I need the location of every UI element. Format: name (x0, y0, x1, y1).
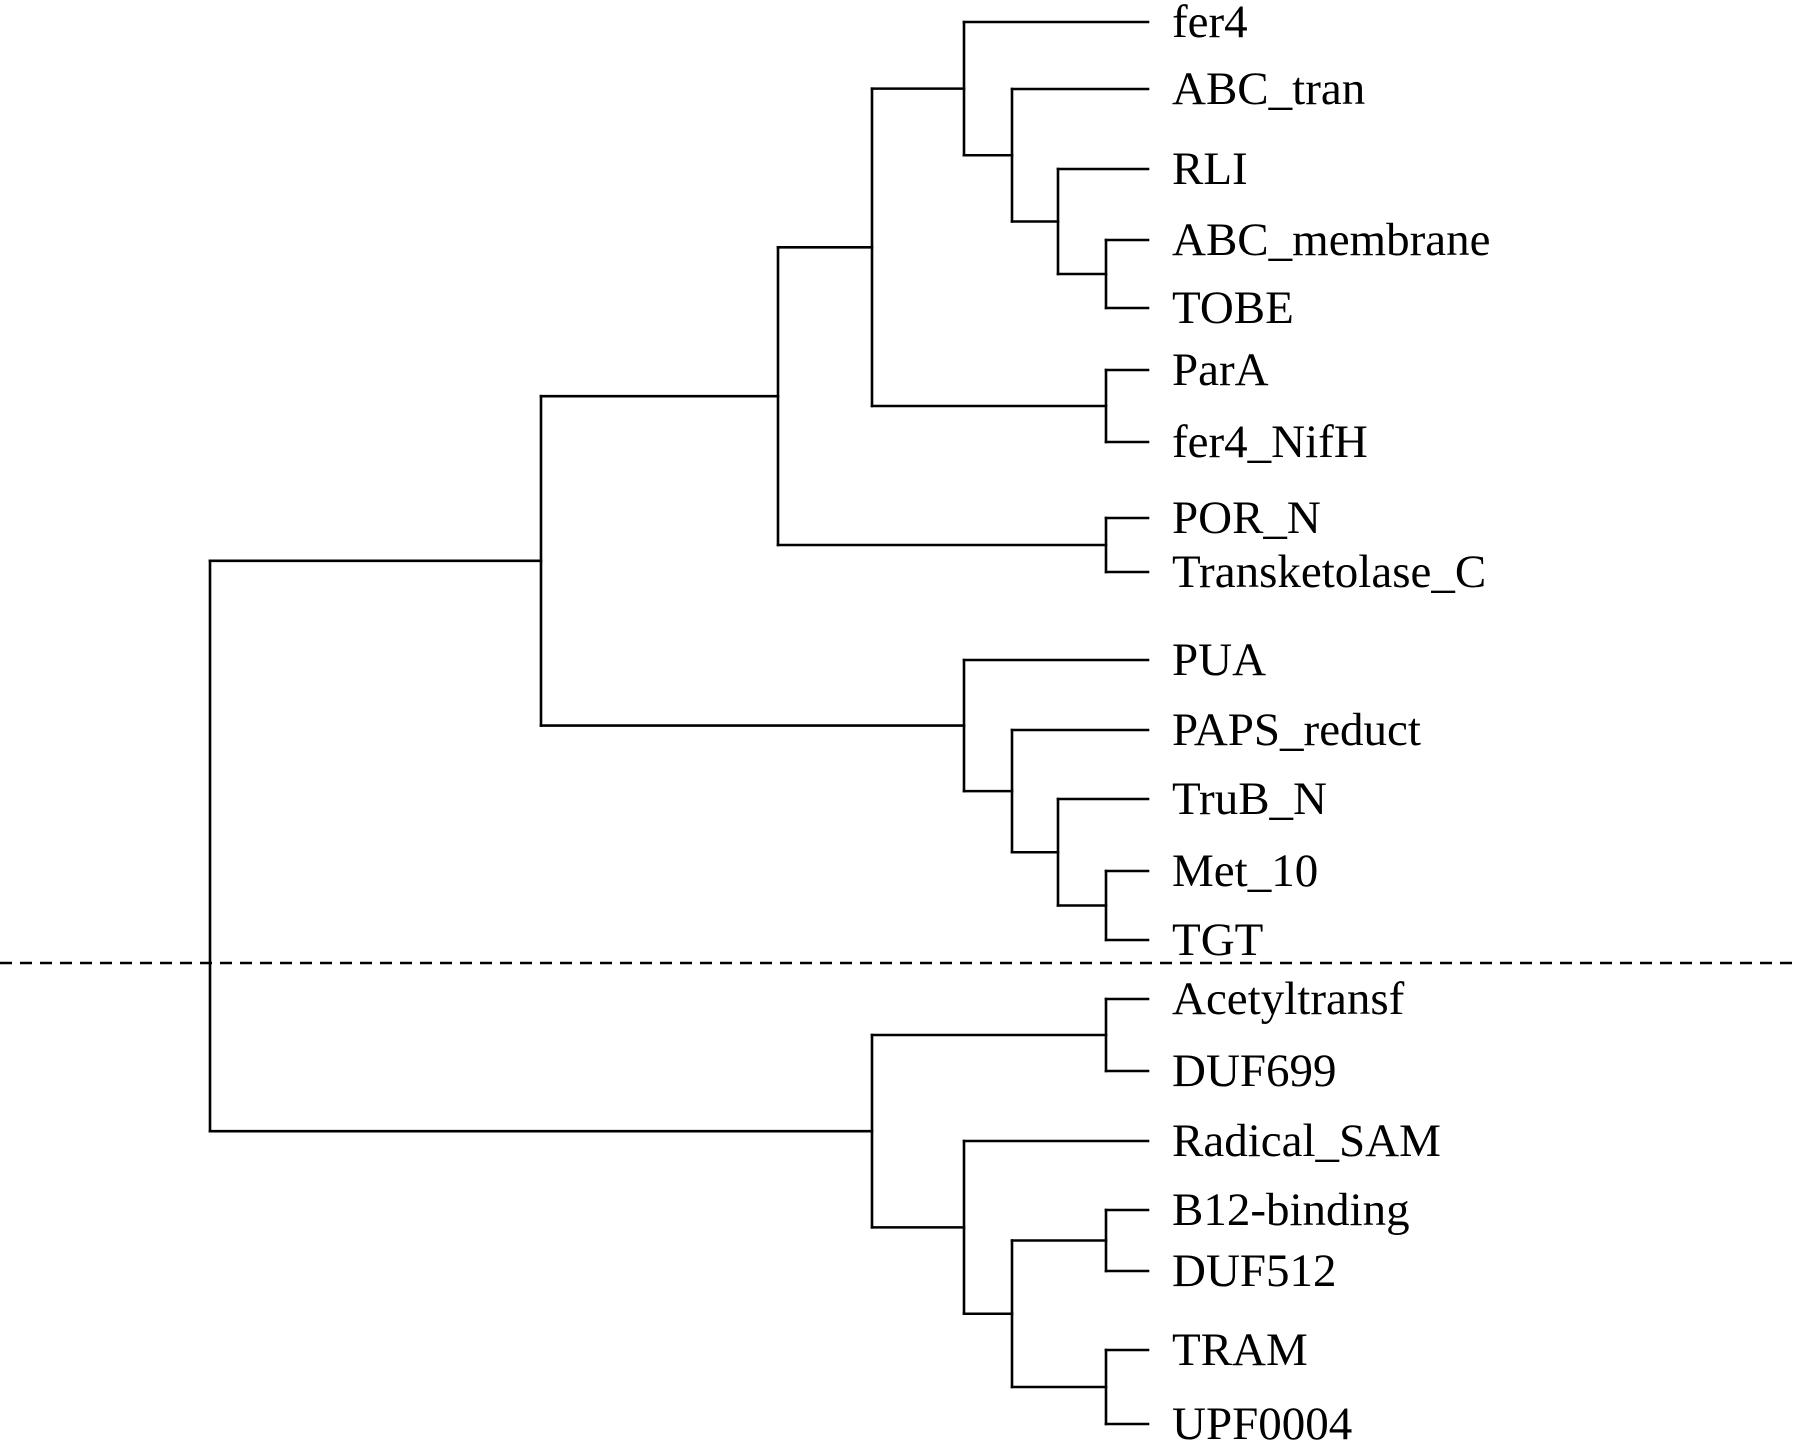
leaf-label-para: ParA (1172, 344, 1269, 396)
leaf-label-abc-tran: ABC_tran (1172, 63, 1365, 115)
leaf-label-acetyltransf: Acetyltransf (1172, 973, 1405, 1025)
leaf-label-met-10: Met_10 (1172, 845, 1318, 897)
leaf-label-rli: RLI (1172, 143, 1248, 195)
leaf-label-tram: TRAM (1172, 1324, 1308, 1376)
leaf-label-fer4-nifh: fer4_NifH (1172, 416, 1368, 468)
leaf-label-b12-binding: B12-binding (1172, 1184, 1410, 1236)
leaf-label-por-n: POR_N (1172, 492, 1321, 544)
leaf-label-fer4: fer4 (1172, 0, 1248, 48)
leaf-label-paps-reduct: PAPS_reduct (1172, 704, 1421, 756)
leaf-label-trub-n: TruB_N (1172, 773, 1327, 825)
tree-branches (208, 20, 1150, 1426)
leaf-label-duf512: DUF512 (1172, 1245, 1337, 1297)
leaf-label-duf699: DUF699 (1172, 1045, 1337, 1097)
leaf-label-tobe: TOBE (1172, 282, 1294, 334)
leaf-label-pua: PUA (1172, 634, 1266, 686)
leaf-label-tgt: TGT (1172, 914, 1263, 966)
leaf-label-abc-membrane: ABC_membrane (1172, 214, 1491, 266)
leaf-label-transketolase-c: Transketolase_C (1172, 546, 1486, 598)
leaf-label-upf0004: UPF0004 (1172, 1398, 1352, 1445)
leaf-label-radical-sam: Radical_SAM (1172, 1115, 1441, 1167)
